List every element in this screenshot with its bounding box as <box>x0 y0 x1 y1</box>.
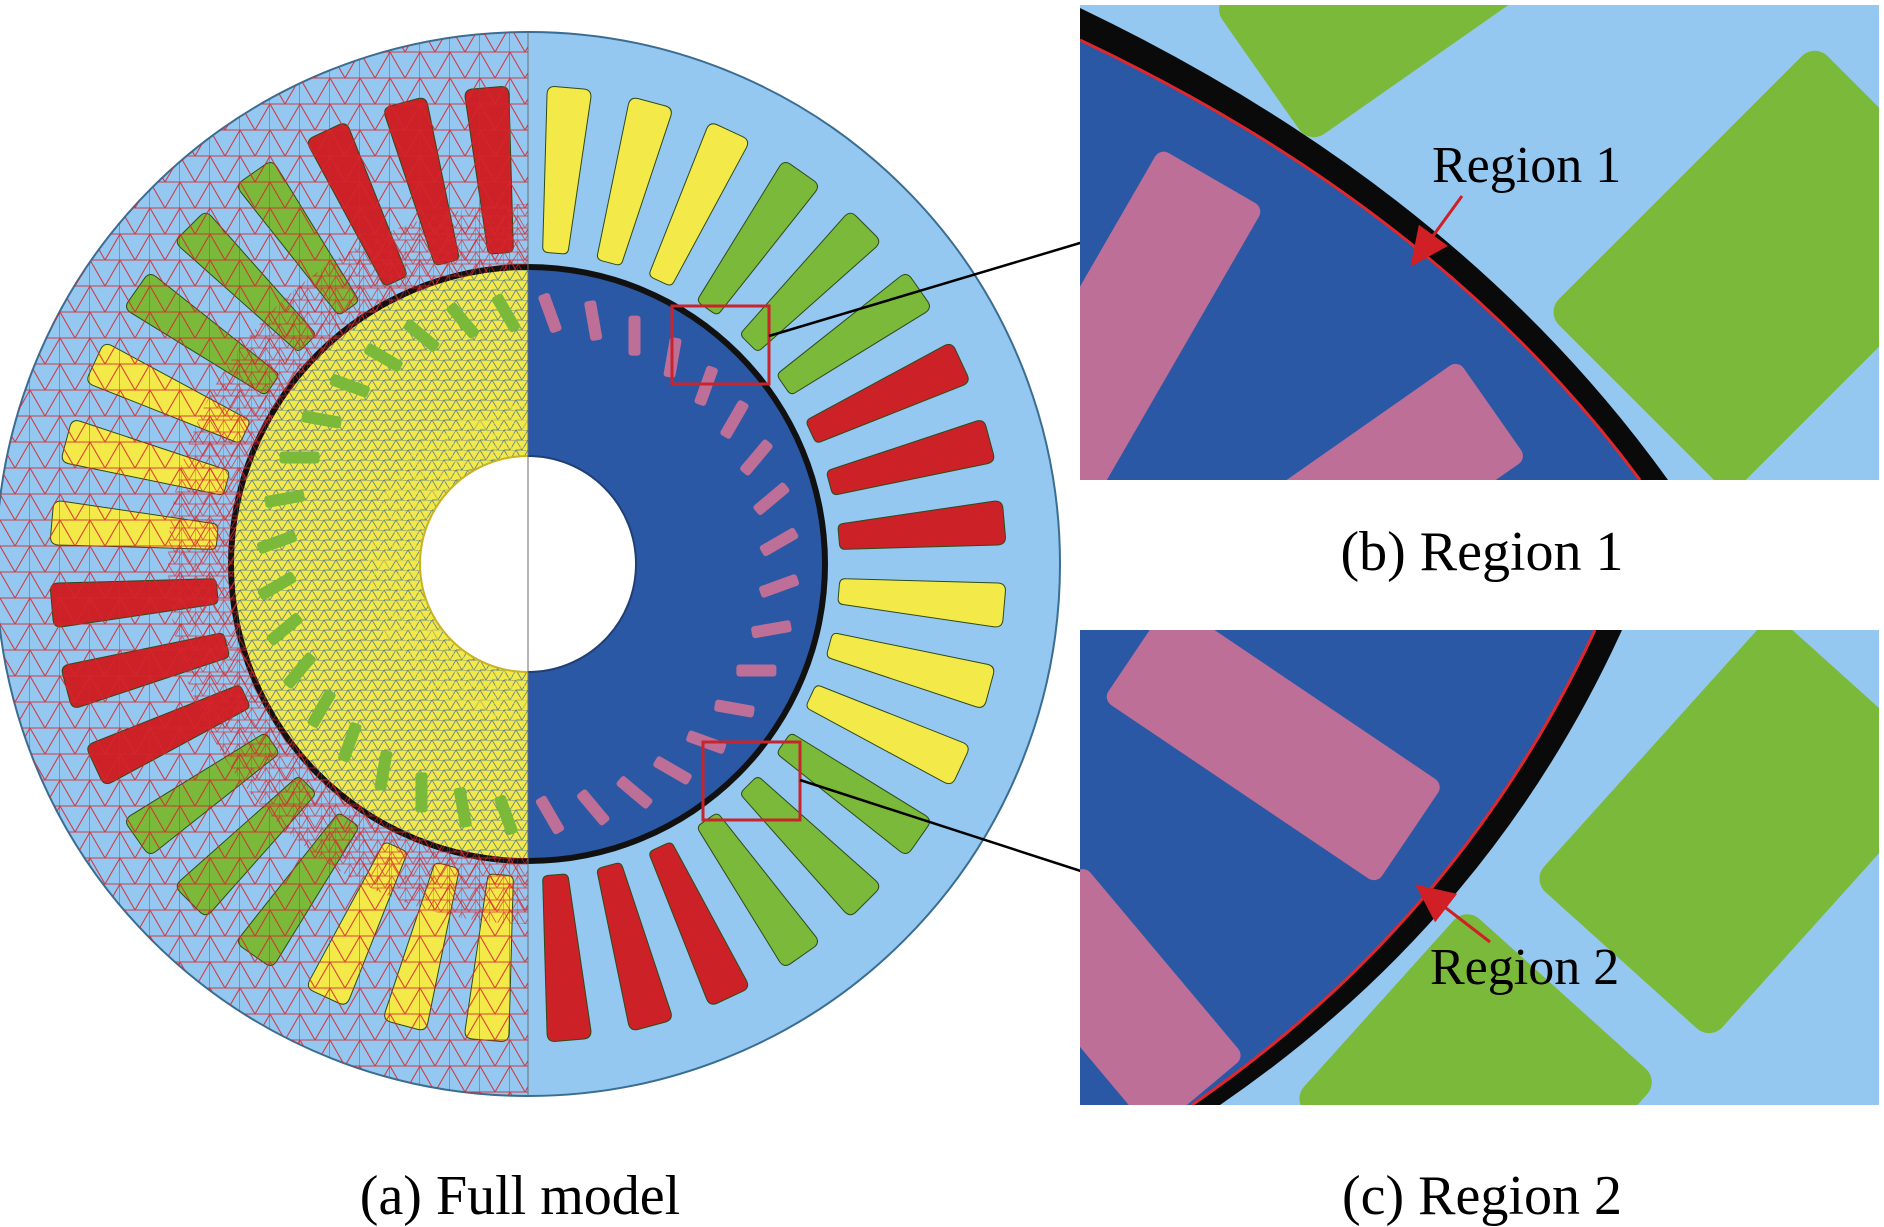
coil-zoom <box>1539 630 1879 1034</box>
rotor-magnet <box>453 787 472 828</box>
caption-c: (c) Region 2 <box>1342 1165 1622 1227</box>
magnet-zoom <box>1080 869 1241 1105</box>
rotor-magnet <box>584 300 603 341</box>
leader-line-region-1 <box>768 238 1091 338</box>
stator-coil-slot <box>649 123 749 286</box>
rotor-magnet <box>257 571 297 601</box>
stator-coil-slot <box>697 813 818 966</box>
region-2-arrow <box>1415 884 1491 944</box>
stator-coil-slot <box>542 86 592 255</box>
region-1-highlight-box <box>670 304 771 386</box>
rotor-magnet <box>494 795 518 836</box>
rotor-magnet <box>628 315 641 356</box>
rotor-magnet <box>403 319 440 352</box>
rotor-magnet <box>535 795 565 835</box>
magnet-zoom <box>1080 151 1261 480</box>
stator-coil-slot <box>826 420 995 496</box>
air-gap-band <box>1192 630 1622 1105</box>
rotor-magnet <box>653 756 692 785</box>
rotor-magnet <box>283 652 316 689</box>
region-1-red-boundary <box>1080 38 1642 480</box>
region-1-arrow <box>1410 195 1464 267</box>
magnet-zoom <box>1106 630 1440 881</box>
rotor-magnet <box>720 400 749 439</box>
caption-a: (a) Full model <box>360 1165 680 1227</box>
full-model-panel: (a) Full model <box>0 31 1091 1227</box>
rotor-magnet <box>538 292 562 333</box>
stator-coil-slot <box>596 97 672 266</box>
stator-coil-slot <box>806 685 969 785</box>
rotor-magnet <box>714 699 755 718</box>
rotor-magnet <box>751 620 792 639</box>
region-1-zoom-panel: Region 1 (b) Region 1 <box>1080 5 1879 583</box>
rotor-magnet <box>694 365 718 406</box>
region-1-callout-label: Region 1 <box>1432 137 1621 194</box>
rotor-magnet <box>753 482 790 516</box>
stator-coil-slot <box>649 842 749 1005</box>
rotor-magnet <box>740 439 773 476</box>
stator-coil-slot <box>741 212 880 351</box>
region-2-callout-label: Region 2 <box>1430 939 1619 996</box>
region-2-zoom-panel: Region 2 (c) Region 2 <box>1080 630 1879 1227</box>
rotor-magnet <box>736 664 777 677</box>
rotor-magnet <box>364 343 403 372</box>
rotor-magnet <box>491 293 521 333</box>
rotor-magnet <box>266 612 303 646</box>
caption-b: (b) Region 1 <box>1340 521 1623 583</box>
rotor-magnet <box>301 410 342 429</box>
rotor-magnet <box>759 527 799 557</box>
rotor-magnet <box>415 772 428 813</box>
stator-coil-slot <box>806 343 969 443</box>
rotor-magnet <box>329 374 370 398</box>
rotor-magnet <box>616 776 653 809</box>
stator-coil-slot <box>826 632 995 708</box>
rotor-core-zoom <box>1080 40 1640 480</box>
stator-coil-slot <box>837 500 1006 550</box>
rotor-magnet <box>338 722 362 763</box>
rotor-magnet <box>446 302 480 339</box>
stator-coil-slot <box>697 162 818 315</box>
air-gap-band <box>1080 8 1668 480</box>
rotor-magnet <box>256 530 297 554</box>
stator-coil-slot <box>777 274 930 395</box>
leader-line-region-2 <box>799 778 1091 876</box>
stator-coil-slot <box>542 873 592 1042</box>
shaft-hole-meshed <box>419 455 528 673</box>
stator-coil-slot <box>741 777 880 916</box>
stator-coil-slot <box>837 578 1006 628</box>
rotor-magnet <box>264 489 305 508</box>
rotor-magnet <box>576 789 610 826</box>
rotor-magnet <box>307 689 336 728</box>
coil-zoom <box>1553 50 1879 480</box>
stator-coil-slot <box>596 862 672 1031</box>
magnet-zoom <box>1248 363 1523 480</box>
mesh-overlay <box>0 32 528 1096</box>
rotor-magnet <box>374 750 393 791</box>
rotor-magnet <box>759 574 800 598</box>
coil-zoom <box>1219 5 1540 138</box>
rotor-magnet <box>279 451 320 464</box>
rotor-magnets-meshed <box>256 293 521 836</box>
coil-zoom <box>1299 914 1652 1105</box>
